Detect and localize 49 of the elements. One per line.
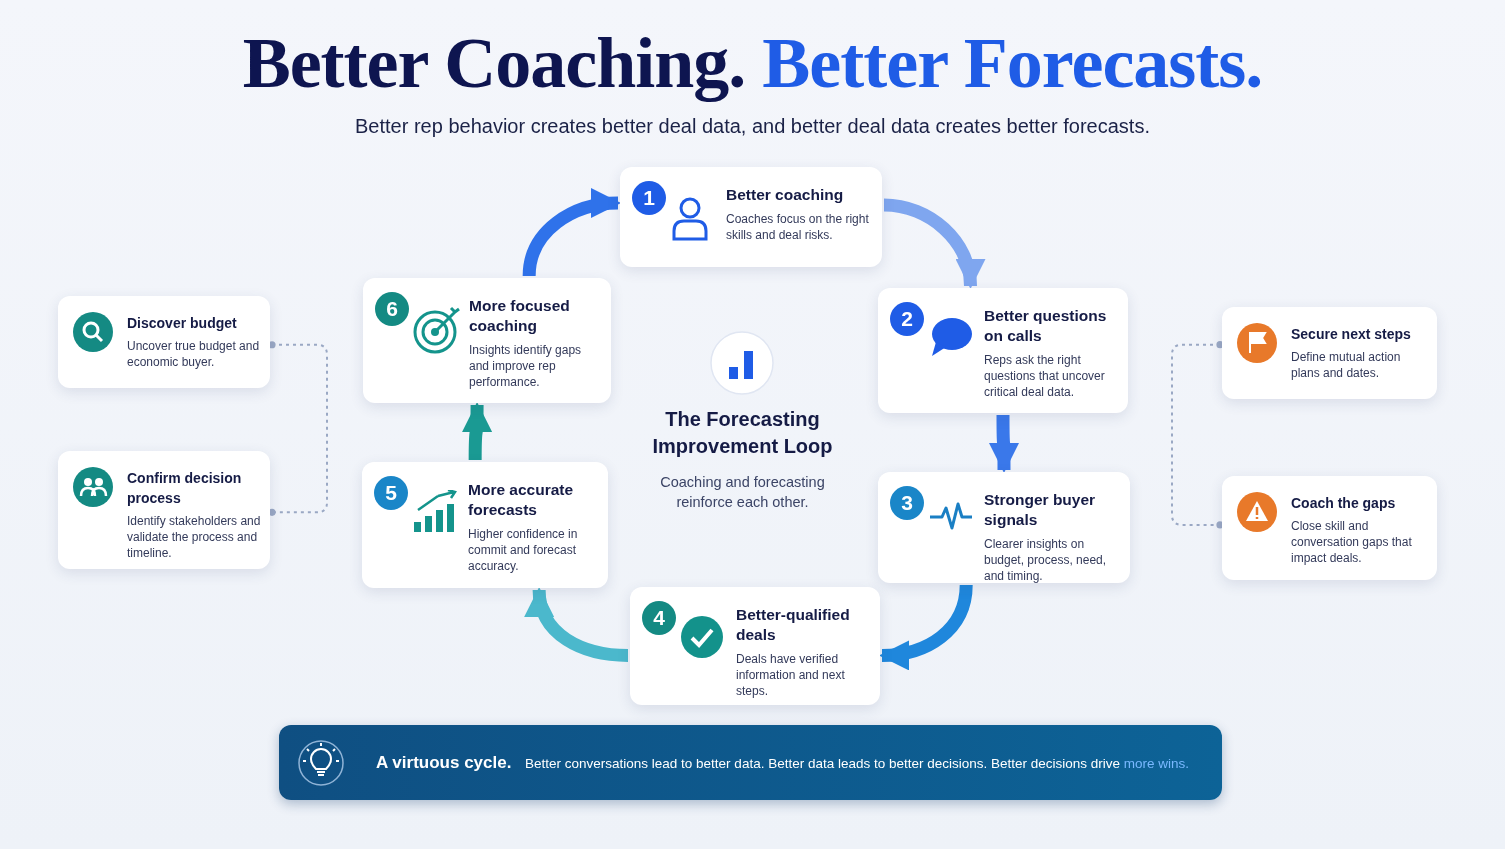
card-description: Higher confidence in commit and forecast accuracy. xyxy=(468,526,579,574)
info-card xyxy=(58,451,270,569)
step-card xyxy=(878,288,1128,413)
step-card xyxy=(362,462,608,588)
card-heading: More accurate forecasts xyxy=(468,480,575,520)
step-card xyxy=(620,167,882,267)
card-heading: Better coaching xyxy=(726,185,845,205)
arrow xyxy=(883,198,984,289)
arrow xyxy=(461,402,492,461)
step-number-badge: 5 xyxy=(374,476,408,510)
card-heading: Coach the gaps xyxy=(1291,494,1397,513)
arrow xyxy=(988,414,1019,473)
card-heading: Better-qualified deals xyxy=(736,605,851,645)
dotted-connector xyxy=(268,341,328,516)
card-heading: Secure next steps xyxy=(1291,325,1412,344)
title: Better Coaching. Better Forecasts. xyxy=(241,22,1264,105)
step-number-badge: 4 xyxy=(642,601,676,635)
card-description: Deals have verified information and next steps. xyxy=(736,651,846,699)
card-heading: Confirm decision process xyxy=(127,469,243,508)
card-heading: Better questions on calls xyxy=(984,306,1108,346)
card-description: Reps ask the right questions that uncover critical deal data. xyxy=(984,352,1106,400)
card-heading: More focused coaching xyxy=(469,296,571,336)
card-description: Coaches focus on the right skills and deal risks. xyxy=(726,211,870,243)
card-description: Uncover true budget and economic buyer. xyxy=(127,338,261,370)
card-description: Close skill and conversation gaps that impact deals. xyxy=(1291,518,1413,566)
card-description: Define mutual action plans and dates. xyxy=(1291,349,1402,381)
card-description: Identify stakeholders and validate the process and timeline. xyxy=(127,513,262,561)
center-text: Coaching and forecasting reinforce each other. xyxy=(659,473,826,512)
card-heading: Stronger buyer signals xyxy=(984,490,1097,530)
step-card xyxy=(363,278,611,403)
banner-heading: A virtuous cycle. xyxy=(376,753,512,773)
center-heading: The Forecasting Improvement Loop xyxy=(651,407,834,459)
dotted-connector xyxy=(1171,341,1224,529)
subtitle: Better rep behavior creates better deal data, and better deal data creates better forecasts. xyxy=(354,114,1151,139)
step-card xyxy=(630,587,880,705)
info-card xyxy=(1222,307,1437,399)
card-heading: Discover budget xyxy=(127,314,238,333)
banner xyxy=(279,725,1222,800)
info-card xyxy=(1222,476,1437,580)
step-number-badge: 1 xyxy=(632,181,666,215)
banner-text: Better conversations lead to better data. Better data leads to better decisions. Better decisions drive more wins. xyxy=(525,756,1190,771)
step-card xyxy=(878,472,1130,583)
card-description: Insights identify gaps and improve rep performance. xyxy=(469,342,583,390)
arrow xyxy=(526,587,629,662)
step-number-badge: 6 xyxy=(375,292,409,326)
info-card xyxy=(58,296,270,388)
card-description: Clearer insights on budget, process, need, and timing. xyxy=(984,536,1108,584)
step-number-badge: 2 xyxy=(890,302,924,336)
step-number-badge: 3 xyxy=(890,486,924,520)
